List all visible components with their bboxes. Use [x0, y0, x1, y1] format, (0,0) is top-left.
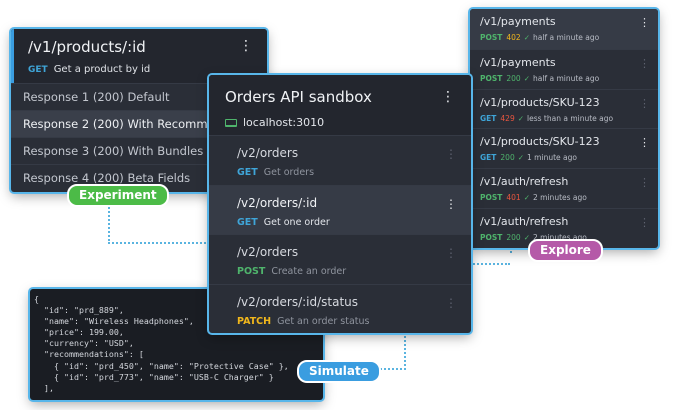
- method-badge: PATCH: [237, 315, 272, 327]
- timestamp: 2 minutes ago: [533, 232, 587, 242]
- connector-experiment: [108, 200, 222, 244]
- kebab-icon[interactable]: ⋮: [445, 196, 457, 211]
- response-item[interactable]: Response 4 (200) Beta Fields: [11, 164, 267, 191]
- status-code: 429: [500, 113, 515, 123]
- kebab-icon[interactable]: ⋮: [639, 215, 650, 229]
- status-code: 200: [506, 232, 521, 242]
- experiment-description: Get a product by id: [53, 64, 151, 75]
- experiment-path: /v1/products/:id: [28, 38, 146, 56]
- kebab-icon[interactable]: ⋮: [639, 136, 650, 150]
- kebab-icon[interactable]: ⋮: [445, 246, 457, 260]
- timestamp: half a minute ago: [533, 73, 600, 83]
- explore-row-path: /v1/payments: [480, 15, 556, 28]
- explore-row-path: /v1/auth/refresh: [480, 214, 569, 228]
- kebab-icon[interactable]: ⋮: [441, 89, 455, 105]
- status-code: 402: [506, 33, 521, 42]
- sandbox-host: localhost:3010: [225, 116, 471, 129]
- endpoint-item-selected[interactable]: /v2/orders/:id GET Get one order ⋮: [209, 184, 471, 234]
- code-line: "price": 199.00,: [34, 327, 124, 338]
- connector-simulate: [356, 333, 406, 370]
- method-badge: POST: [480, 232, 503, 242]
- method-badge: POST: [480, 33, 503, 42]
- connector-explore: [510, 248, 512, 251]
- code-line: { "id": "prd_773", "name": "USB-C Charge…: [34, 371, 274, 382]
- endpoint-description: Create an order: [271, 266, 347, 277]
- experiment-tag[interactable]: Experiment: [67, 184, 169, 207]
- check-icon: ✓: [523, 232, 531, 242]
- endpoint-description: Get orders: [263, 167, 315, 178]
- laptop-icon: [225, 118, 237, 127]
- code-line: ],: [34, 382, 54, 393]
- endpoint-description: Get one order: [263, 216, 330, 228]
- endpoint-path: /v2/orders: [237, 146, 299, 160]
- endpoint-description: Get an order status: [277, 315, 370, 327]
- sandbox-title: Orders API sandbox: [225, 88, 372, 106]
- explore-row-path: /v1/products/SKU-123: [480, 95, 600, 109]
- sandbox-panel: Orders API sandbox localhost:3010 ⋮ /v2/…: [209, 75, 471, 333]
- experiment-subtitle: GET Get a product by id: [28, 64, 267, 75]
- kebab-icon[interactable]: ⋮: [639, 96, 650, 110]
- method-badge: GET: [480, 153, 497, 163]
- endpoint-path: /v2/orders/:id: [237, 195, 318, 210]
- sandbox-header: Orders API sandbox localhost:3010 ⋮: [209, 75, 471, 135]
- method-badge: POST: [480, 193, 503, 203]
- endpoint-path: /v2/orders: [237, 245, 299, 259]
- explore-row-path: /v1/payments: [480, 55, 556, 69]
- status-code: 200: [506, 73, 521, 83]
- explore-tag[interactable]: Explore: [528, 239, 603, 262]
- timestamp: half a minute ago: [533, 33, 600, 42]
- method-badge: GET: [480, 113, 497, 123]
- explore-row-path: /v1/auth/refresh: [480, 175, 569, 189]
- kebab-icon[interactable]: ⋮: [445, 147, 457, 161]
- status-code: 401: [506, 193, 521, 203]
- code-line: "id": "prd_889",: [34, 305, 124, 316]
- check-icon: ✓: [517, 153, 525, 163]
- endpoint-item[interactable]: /v2/orders POST Create an order ⋮: [209, 234, 471, 284]
- code-line: { "id": "prd_450", "name": "Protective C…: [34, 360, 289, 371]
- method-badge: POST: [237, 266, 266, 277]
- kebab-icon[interactable]: ⋮: [639, 176, 650, 190]
- endpoint-item[interactable]: /v2/orders/:id/status PATCH Get an order …: [209, 283, 471, 334]
- timestamp: 1 minute ago: [527, 153, 577, 163]
- check-icon: ✓: [523, 193, 531, 203]
- explore-row-path: /v1/products/SKU-123: [480, 135, 600, 149]
- timestamp: 2 minutes ago: [533, 193, 587, 203]
- method-badge: GET: [237, 216, 258, 228]
- endpoint-path: /v2/orders/:id/status: [237, 294, 359, 309]
- simulate-tag[interactable]: Simulate: [297, 360, 381, 383]
- json-response-body: { "id": "prd_889", "name": "Wireless Hea…: [30, 289, 323, 394]
- kebab-icon[interactable]: ⋮: [639, 16, 650, 29]
- code-line: "currency": "USD",: [34, 338, 134, 349]
- code-line: "name": "Wireless Headphones",: [34, 316, 194, 327]
- check-icon: ✓: [523, 33, 531, 42]
- code-line: "recommendations": [: [34, 349, 144, 360]
- timestamp: less than a minute ago: [527, 113, 614, 123]
- kebab-icon[interactable]: ⋮: [445, 295, 457, 310]
- check-icon: ✓: [517, 113, 525, 123]
- host-label: localhost:3010: [243, 116, 325, 129]
- kebab-icon[interactable]: ⋮: [239, 38, 253, 54]
- response-item[interactable]: Response 3 (200) With Bundles: [11, 137, 267, 164]
- response-item[interactable]: Response 1 (200) Default: [11, 83, 267, 110]
- check-icon: ✓: [523, 73, 531, 83]
- code-line: {: [34, 294, 39, 304]
- method-badge: POST: [480, 73, 503, 83]
- method-badge: GET: [28, 65, 48, 75]
- method-badge: GET: [237, 167, 258, 178]
- endpoint-item[interactable]: /v2/orders GET Get orders ⋮: [209, 135, 471, 185]
- kebab-icon[interactable]: ⋮: [639, 56, 650, 70]
- status-code: 200: [500, 153, 515, 163]
